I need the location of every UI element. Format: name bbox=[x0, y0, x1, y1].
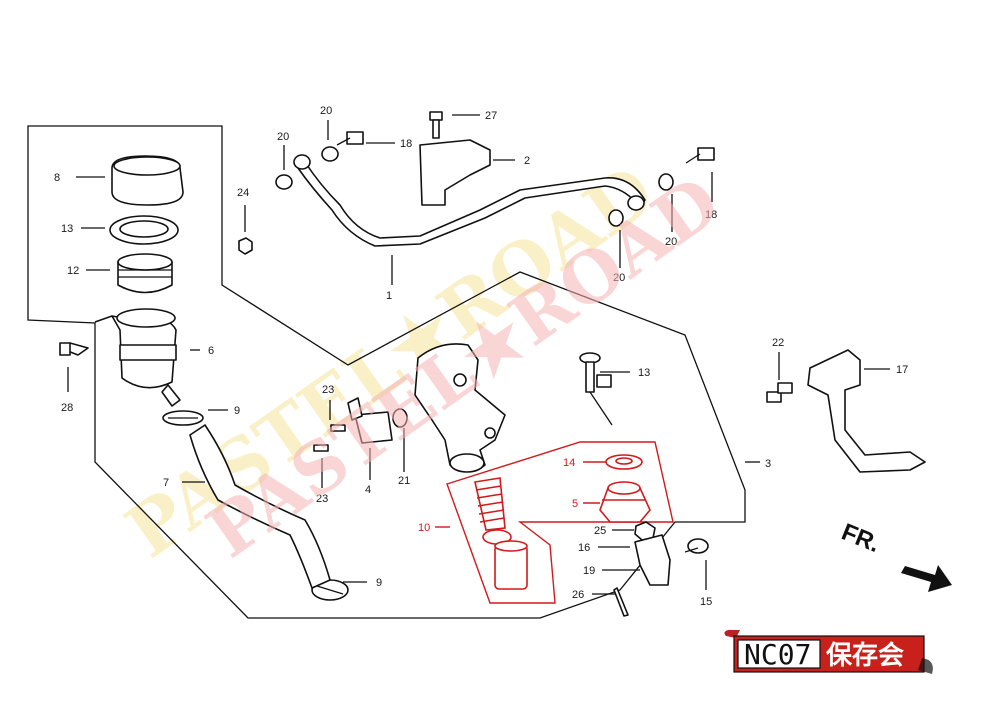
bolt-27 bbox=[429, 111, 443, 139]
bracket-17 bbox=[807, 349, 926, 473]
reservoir-cap bbox=[111, 155, 184, 206]
callout-19: 19 bbox=[583, 565, 595, 577]
assembly-outline bbox=[27, 125, 746, 619]
front-label: FR. bbox=[838, 519, 884, 559]
badge-dragon-tail-icon bbox=[918, 658, 933, 674]
hose-clip bbox=[419, 139, 491, 206]
arrow-icon bbox=[901, 565, 952, 592]
callout-5: 5 bbox=[572, 498, 578, 510]
washer-20-b bbox=[321, 146, 339, 162]
callout-22: 22 bbox=[772, 337, 784, 349]
highlight-outline bbox=[446, 441, 674, 604]
diaphragm bbox=[117, 253, 173, 294]
callout-7: 7 bbox=[163, 477, 169, 489]
callout-25: 25 bbox=[594, 525, 606, 537]
callout-27: 27 bbox=[485, 110, 497, 122]
badge-code: NC07 bbox=[744, 638, 811, 671]
joint-4 bbox=[347, 397, 393, 444]
callout-23-lower: 23 bbox=[316, 493, 328, 505]
washer-20-c bbox=[658, 173, 674, 191]
o-ring-21 bbox=[392, 408, 408, 428]
callout-6: 6 bbox=[208, 345, 214, 357]
callout-14: 14 bbox=[563, 457, 575, 469]
callout-15: 15 bbox=[700, 596, 712, 608]
cotter-pin-26 bbox=[613, 587, 629, 617]
callout-18-left: 18 bbox=[400, 138, 412, 150]
callout-labels: 8 13 12 6 28 9 7 9 24 1 18 27 2 20 20 20… bbox=[54, 105, 908, 608]
callout-28: 28 bbox=[61, 402, 73, 414]
joint-pin-15 bbox=[684, 538, 709, 554]
callout-21: 21 bbox=[398, 475, 410, 487]
bolt-18-left bbox=[336, 131, 364, 146]
callout-10: 10 bbox=[418, 522, 430, 534]
push-rod-joint-16 bbox=[634, 534, 671, 586]
reservoir bbox=[94, 308, 181, 407]
badge-chinese: 保存会 bbox=[825, 641, 904, 671]
callout-1: 1 bbox=[386, 290, 392, 302]
callout-20-lower: 20 bbox=[613, 272, 625, 284]
callout-18-right: 18 bbox=[705, 209, 717, 221]
callout-17: 17 bbox=[896, 364, 908, 376]
callout-8: 8 bbox=[54, 172, 60, 184]
push-rod-13 bbox=[579, 352, 613, 426]
washer-20-d bbox=[608, 209, 624, 227]
callout-9-upper: 9 bbox=[234, 405, 240, 417]
hose-clamp-upper bbox=[162, 410, 204, 426]
callout-24: 24 bbox=[237, 187, 249, 199]
callout-4: 4 bbox=[365, 484, 371, 496]
callout-16: 16 bbox=[578, 542, 590, 554]
piston-spring-10 bbox=[474, 477, 506, 531]
front-direction-indicator: FR. bbox=[838, 519, 952, 592]
callout-9-lower: 9 bbox=[376, 577, 382, 589]
brake-hose bbox=[293, 154, 646, 247]
callout-20-right: 20 bbox=[665, 236, 677, 248]
callout-13-right: 13 bbox=[638, 367, 650, 379]
bolt-28 bbox=[59, 342, 89, 356]
callout-2: 2 bbox=[524, 155, 530, 167]
boot-5 bbox=[599, 481, 651, 523]
callout-20-top: 20 bbox=[320, 105, 332, 117]
callout-23-upper: 23 bbox=[322, 384, 334, 396]
seal-14 bbox=[605, 454, 643, 470]
screw-23-upper bbox=[330, 424, 346, 432]
screw-23-lower bbox=[313, 444, 329, 452]
nc07-badge: NC07 保存会 bbox=[724, 630, 933, 674]
reservoir-hose bbox=[189, 424, 331, 589]
callout-20-left: 20 bbox=[277, 131, 289, 143]
washer-20-a bbox=[275, 174, 293, 190]
bolt-18-right bbox=[685, 147, 715, 164]
bolt-22 bbox=[766, 382, 793, 403]
nut-24 bbox=[238, 237, 253, 255]
diaphragm-plate bbox=[109, 215, 179, 245]
callout-13-left: 13 bbox=[61, 223, 73, 235]
leader-lines bbox=[67, 114, 890, 595]
piston bbox=[494, 540, 528, 590]
callout-26: 26 bbox=[572, 589, 584, 601]
callout-3: 3 bbox=[765, 458, 771, 470]
master-cylinder-body bbox=[414, 343, 506, 473]
callout-12: 12 bbox=[67, 265, 79, 277]
